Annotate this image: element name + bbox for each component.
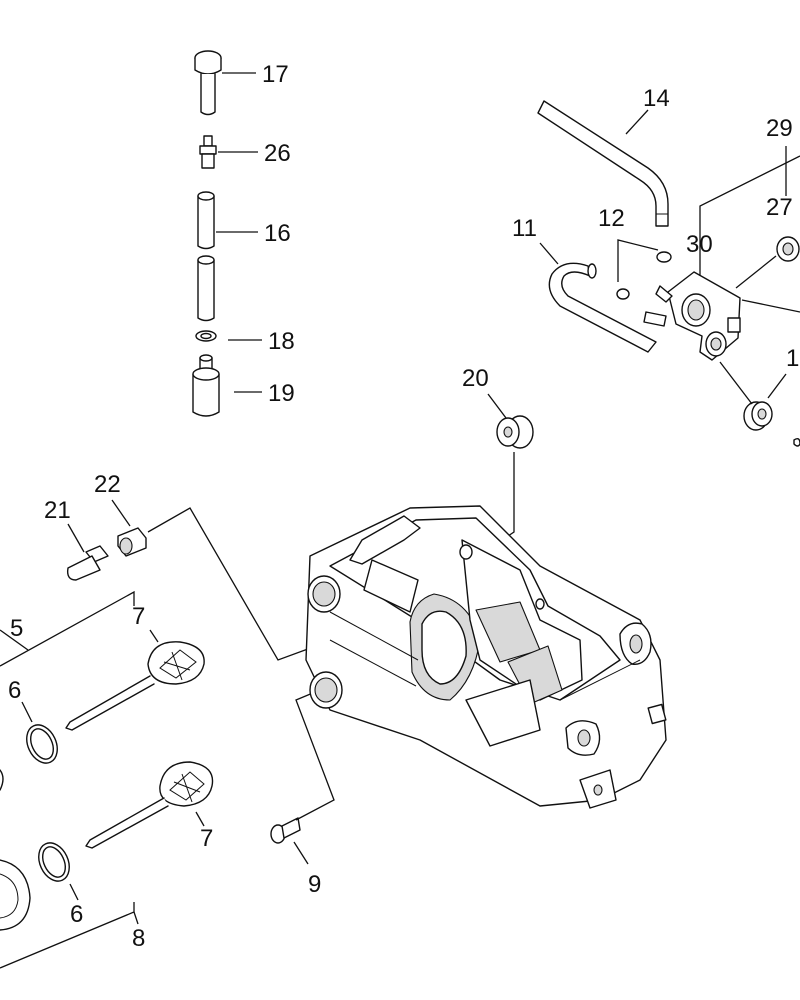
callout-11: 11 (512, 215, 537, 242)
part-7-dipstick-upper (65, 641, 205, 731)
part-27-washer (776, 236, 800, 262)
callout-29: 29 (766, 115, 793, 142)
part-30-oil-pump (643, 271, 741, 361)
part-18-ring (195, 330, 217, 342)
part-12-ring (616, 251, 672, 300)
callout-21: 21 (44, 497, 71, 524)
callout-9: 9 (308, 871, 321, 898)
callout-20: 20 (462, 365, 489, 392)
part-17-pin (194, 50, 222, 116)
callout-18: 18 (268, 328, 295, 355)
callout-7-lower: 7 (200, 825, 213, 852)
callout-6-lower: 6 (70, 901, 83, 928)
part-1x-grommet (743, 401, 773, 431)
part-14-hose (537, 100, 669, 227)
callout-12: 12 (598, 205, 625, 232)
callout-30: 30 (686, 231, 713, 258)
callout-6-upper: 6 (8, 677, 21, 704)
part-20-grommet (496, 415, 534, 449)
part-6-o-ring-lower (38, 842, 70, 882)
part-7-dipstick-lower (85, 761, 214, 849)
part-6-o-ring-upper (26, 724, 58, 764)
callout-1x: 1 (786, 345, 799, 372)
callout-5: 5 (10, 615, 23, 642)
part-22-plug (117, 527, 147, 557)
part-21-plug (66, 545, 109, 581)
callout-8: 8 (132, 925, 145, 952)
part-19-filter (192, 354, 220, 417)
callout-19: 19 (268, 380, 295, 407)
part-26-nipple (199, 135, 217, 169)
part-16-hose (197, 191, 215, 322)
part-9-screw (270, 817, 301, 844)
callout-27: 27 (766, 194, 793, 221)
callout-16: 16 (264, 220, 291, 247)
callout-26: 26 (264, 140, 291, 167)
callout-7-upper: 7 (132, 603, 145, 630)
callout-22: 22 (94, 471, 121, 498)
callout-17: 17 (262, 61, 289, 88)
crankcase-housing (305, 505, 667, 809)
callout-14: 14 (643, 85, 670, 112)
part-11-hose (548, 262, 657, 353)
